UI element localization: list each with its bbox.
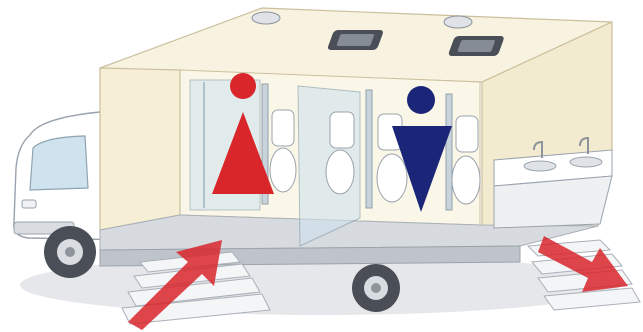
cab-windshield: [30, 136, 88, 190]
roof-fan: [444, 16, 472, 28]
roof-fan: [252, 12, 280, 24]
roof-vent-icon: [327, 30, 384, 50]
roof-vent-icon: [448, 36, 505, 56]
rear-wheel: [352, 264, 400, 312]
front-wheel: [44, 226, 96, 278]
box-front-wall: [100, 68, 180, 230]
